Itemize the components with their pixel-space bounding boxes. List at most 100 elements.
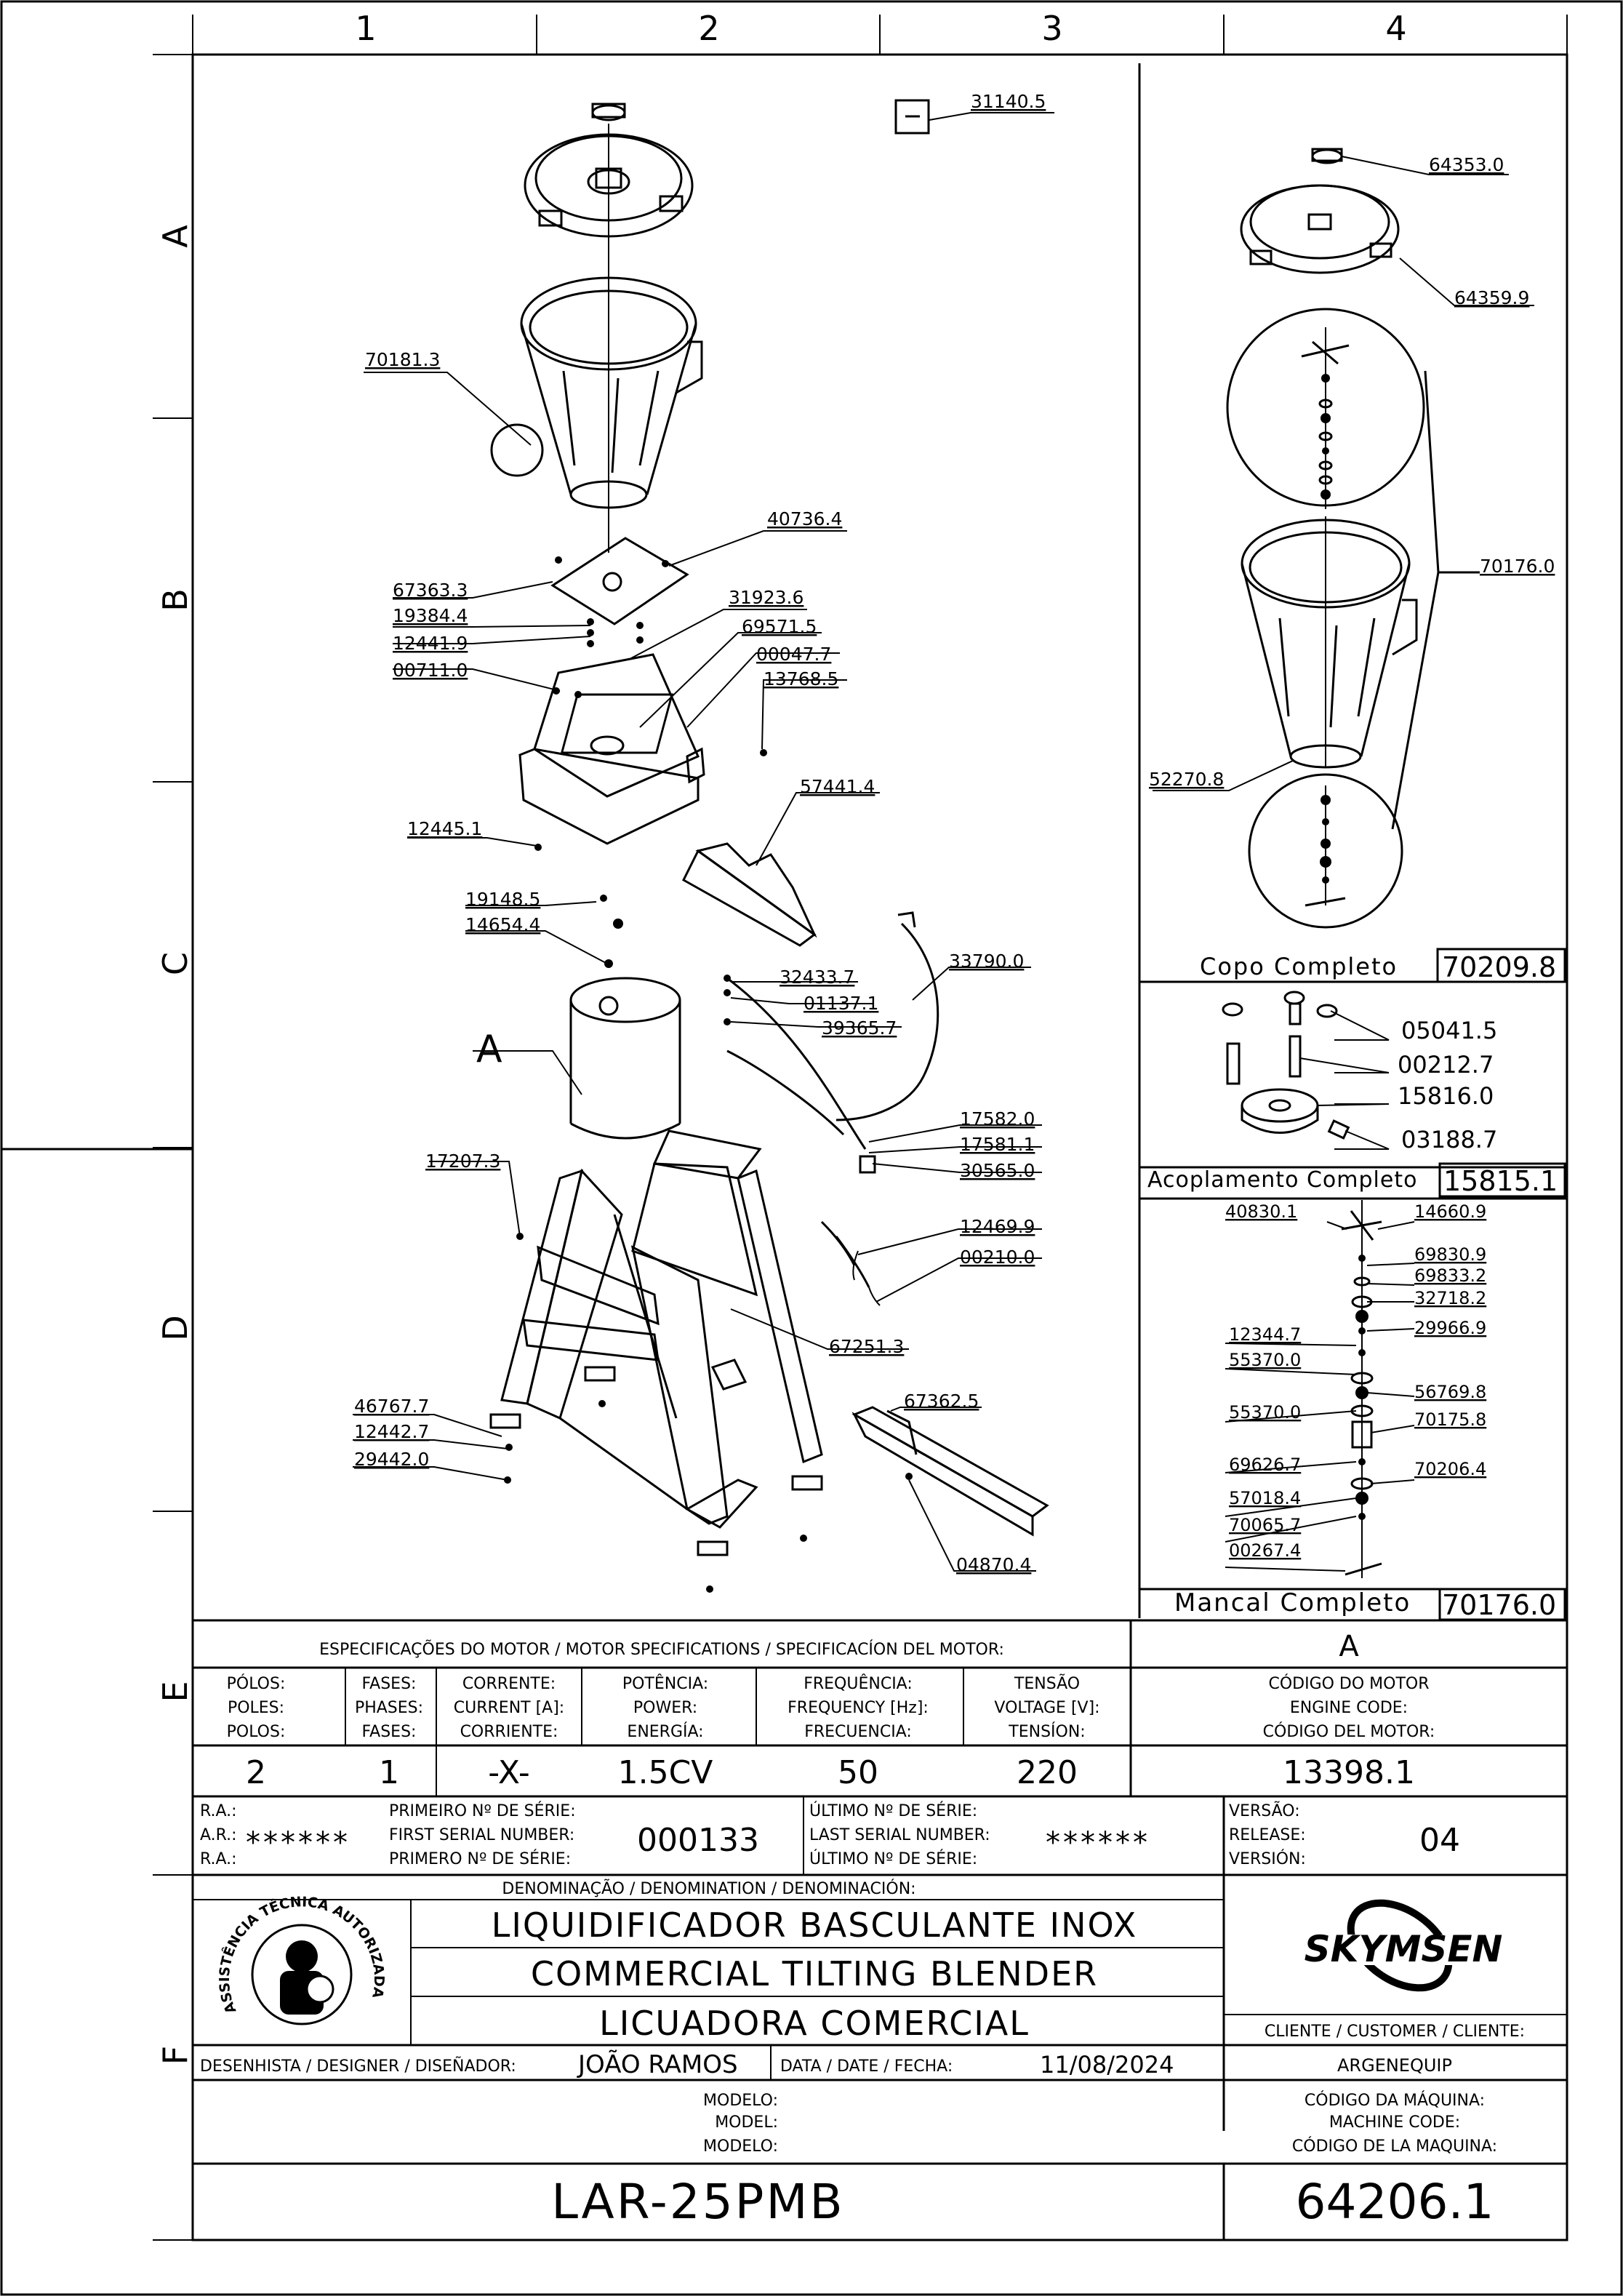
part-label: 14660.9 (1414, 1201, 1486, 1222)
skymsen-logo: SKYMSEN (1269, 1899, 1538, 1992)
part-label: 70175.8 (1414, 1409, 1486, 1430)
ra-label: R.A.: (200, 1850, 237, 1868)
motor-spec-model-letter: A (1339, 1630, 1359, 1663)
column-label-4: 4 (1385, 9, 1406, 48)
motor-spec-column-headers: PÓLOS: POLES: POLOS: FASES: PHASES: FASE… (227, 1673, 1435, 1741)
spec-label: TENSÃO (1014, 1673, 1080, 1693)
spec-label: CORRENTE: (462, 1675, 556, 1693)
row-label-d: D (156, 1315, 195, 1340)
last-serial-value: ****** (1046, 1826, 1150, 1860)
machine-code-label: MACHINE CODE: (1329, 2113, 1460, 2132)
machine-code-labels: CÓDIGO DA MÁQUINA: MACHINE CODE: CÓDIGO … (1292, 2091, 1497, 2156)
part-label: 12469.9 (960, 1216, 1035, 1237)
last-serial-label: ÚLTIMO Nº DE SÉRIE: (809, 1849, 977, 1868)
ra-value: ****** (246, 1826, 350, 1860)
part-label: 70181.3 (365, 349, 440, 370)
part-label: 39365.7 (822, 1017, 897, 1039)
part-labels-mancal: 40830.1 14660.9 69830.9 69833.2 32718.2 … (1225, 1201, 1486, 1561)
denomination-label: DENOMINAÇÃO / DENOMINATION / DENOMINACIÓ… (502, 1879, 915, 1898)
spec-label: FREQUENCY [Hz]: (788, 1699, 929, 1717)
part-label: 29442.0 (354, 1449, 429, 1470)
spec-label: FASES: (362, 1675, 417, 1693)
version-label: VERSIÓN: (1229, 1849, 1306, 1868)
spec-value: -X- (488, 1754, 530, 1791)
model-label: MODELO: (703, 2137, 778, 2156)
date-value: 11/08/2024 (1040, 2051, 1174, 2079)
spec-value: 13398.1 (1283, 1754, 1415, 1791)
designer-value: JOÃO RAMOS (577, 2050, 738, 2079)
part-label: 70176.0 (1480, 556, 1555, 577)
part-labels-main: 31140.5 70181.3 40736.4 67363.3 19384.4 … (354, 91, 1046, 1575)
part-labels-acoplamento: 05041.5 00212.7 15816.0 03188.7 (1398, 1017, 1497, 1153)
detail-dots (1320, 374, 1368, 1520)
spec-label: ENGINE CODE: (1290, 1699, 1408, 1717)
model-label: MODEL: (715, 2113, 778, 2132)
date-label: DATA / DATE / FECHA: (780, 2057, 953, 2076)
spec-value: 2 (246, 1754, 266, 1791)
column-label-1: 1 (355, 9, 376, 48)
spec-label: FRECUENCIA: (804, 1723, 912, 1741)
row-label-a: A (156, 225, 195, 248)
spec-label: PÓLOS: (227, 1674, 286, 1693)
exploded-view-drawing (489, 99, 1049, 1556)
part-label: 57018.4 (1229, 1488, 1301, 1508)
part-label: 57441.4 (800, 776, 875, 797)
model-label: MODELO: (703, 2092, 778, 2110)
mancal-title: Mancal Completo (1174, 1588, 1411, 1617)
client-value: ARGENEQUIP (1337, 2055, 1452, 2076)
part-label: 04870.4 (956, 1554, 1031, 1575)
product-name-es: LICUADORA COMERCIAL (599, 2004, 1030, 2043)
last-serial-label: LAST SERIAL NUMBER: (809, 1826, 990, 1844)
spec-label: CÓDIGO DEL MOTOR: (1263, 1722, 1435, 1741)
authorized-service-badge: ASSISTÊNCIA TÉCNICA AUTORIZADA (217, 1894, 387, 2025)
part-label: 29966.9 (1414, 1318, 1486, 1338)
part-label: 13768.5 (764, 668, 838, 689)
part-label: 69571.5 (742, 616, 817, 637)
motor-spec-values: 2 1 -X- 1.5CV 50 220 13398.1 (246, 1754, 1415, 1791)
detail-leader-lines (1153, 156, 1534, 1572)
part-label: 12442.7 (354, 1421, 429, 1442)
part-label: 64353.0 (1429, 154, 1504, 175)
spec-label: POWER: (633, 1699, 697, 1717)
part-label: 05041.5 (1401, 1017, 1497, 1044)
part-label: 33790.0 (949, 951, 1024, 972)
part-label: 19384.4 (393, 605, 468, 626)
part-label: 00711.0 (393, 660, 468, 681)
part-label: 17582.0 (960, 1108, 1035, 1129)
part-label: 17207.3 (425, 1151, 500, 1172)
part-label: 55370.0 (1229, 1350, 1301, 1370)
part-label: 46767.7 (354, 1396, 429, 1417)
part-label: 40736.4 (767, 508, 842, 529)
first-serial-label: PRIMERO Nº DE SÉRIE: (389, 1849, 571, 1868)
spec-label: POLES: (228, 1699, 284, 1717)
part-label: 70065.7 (1229, 1515, 1301, 1535)
version-label: VERSÃO: (1229, 1801, 1300, 1820)
part-label: 00267.4 (1229, 1540, 1301, 1561)
column-label-2: 2 (698, 9, 719, 48)
spec-value: 220 (1017, 1754, 1078, 1791)
part-label: 64359.9 (1454, 287, 1529, 308)
first-serial-value: 000133 (637, 1822, 759, 1859)
part-label: 70206.4 (1414, 1459, 1486, 1479)
version-value: 04 (1419, 1822, 1460, 1859)
part-label: 67362.5 (904, 1391, 979, 1412)
row-label-f: F (156, 2046, 195, 2065)
column-label-3: 3 (1041, 9, 1062, 48)
ra-label: A.R.: (200, 1826, 237, 1844)
acoplamento-code: 15815.1 (1443, 1165, 1558, 1197)
acoplamento-title: Acoplamento Completo (1147, 1167, 1417, 1193)
designer-label: DESENHISTA / DESIGNER / DISEÑADOR: (200, 2056, 516, 2076)
machine-code-value: 64206.1 (1296, 2174, 1494, 2230)
copo-title: Copo Completo (1200, 953, 1398, 980)
spec-label: VOLTAGE [V]: (994, 1699, 1099, 1717)
part-label: 12344.7 (1229, 1324, 1301, 1345)
spec-label: FREQUÊNCIA: (804, 1674, 913, 1693)
part-label: 67251.3 (829, 1336, 904, 1357)
client-label: CLIENTE / CUSTOMER / CLIENTE: (1265, 2023, 1525, 2041)
model-value: LAR-25PMB (551, 2174, 844, 2230)
leader-lines (353, 112, 1054, 1572)
model-labels: MODELO: MODEL: MODELO: (703, 2092, 778, 2156)
machine-code-label: CÓDIGO DE LA MAQUINA: (1292, 2137, 1497, 2156)
spec-label: POTÊNCIA: (622, 1674, 708, 1693)
part-label: 00210.0 (960, 1247, 1035, 1268)
